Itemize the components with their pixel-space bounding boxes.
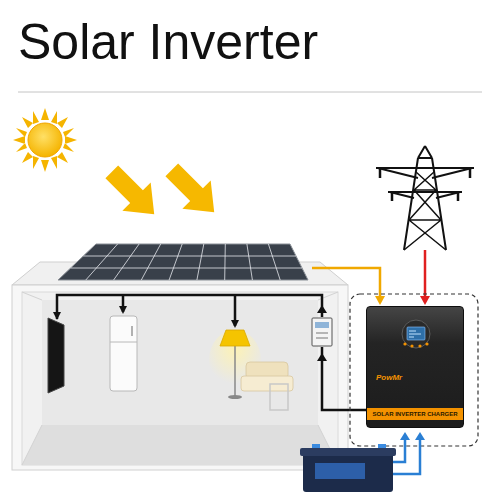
breaker-box [312, 318, 332, 346]
grid-arrowhead [420, 296, 430, 305]
pylon-arms [376, 168, 474, 198]
lamp-pole [234, 345, 236, 396]
pv-arrowhead [375, 296, 385, 305]
fridge-handle [131, 326, 133, 336]
tv-icon [48, 318, 64, 393]
house-front [12, 285, 348, 470]
lcd-panel [401, 319, 431, 349]
sunlight-arrow [98, 158, 169, 229]
pylon-bracing [404, 172, 446, 250]
sun-icon [13, 108, 77, 172]
sunlight-arrow [158, 156, 229, 227]
control-button [410, 344, 413, 347]
fridge-divider [110, 342, 137, 343]
chair-frame [270, 384, 288, 410]
battery-wire [393, 438, 420, 474]
lcd-display [407, 327, 425, 340]
control-button [418, 344, 421, 347]
power-pylon [376, 146, 474, 250]
inverter-dashed-frame [350, 294, 478, 446]
battery-icon [300, 444, 396, 492]
fridge-icon [110, 316, 137, 391]
sun-disc [28, 123, 62, 157]
diagram-title: Solar Inverter [18, 12, 318, 72]
model-band: SOLAR INVERTER CHARGER [367, 408, 463, 420]
ac-arrowheads [53, 305, 327, 361]
lcd-readout [409, 331, 421, 337]
fridge-body [110, 316, 137, 391]
title-rule [18, 92, 482, 93]
panel-grid [71, 244, 302, 280]
breaker-case [312, 318, 332, 346]
control-button [425, 342, 428, 345]
sun-rays [13, 108, 77, 172]
breaker-display [315, 322, 329, 328]
back-wall [42, 300, 318, 425]
lamp-base [228, 395, 242, 399]
pylon-top [418, 146, 432, 158]
ac-wiring [53, 295, 366, 410]
room-opening [22, 292, 338, 465]
floor [22, 425, 338, 465]
inverter-unit: PowMrSOLAR INVERTER CHARGER [366, 306, 464, 428]
sofa-icon [241, 362, 293, 410]
button-ring [402, 320, 430, 348]
battery-lid [300, 448, 396, 456]
solar-panel [58, 244, 308, 280]
lamp-shade [220, 330, 250, 346]
pylon-insulators [380, 168, 470, 201]
battery-label-panel [315, 463, 365, 479]
brand-logo: PowMr [376, 373, 402, 382]
control-button [403, 342, 406, 345]
pylon-legs [404, 158, 446, 250]
room-edges [22, 292, 338, 465]
battery-arrowheads [400, 432, 425, 440]
breaker-switches [316, 333, 328, 338]
grid-wire [424, 250, 427, 298]
battery-body [303, 452, 393, 492]
house [12, 262, 348, 470]
